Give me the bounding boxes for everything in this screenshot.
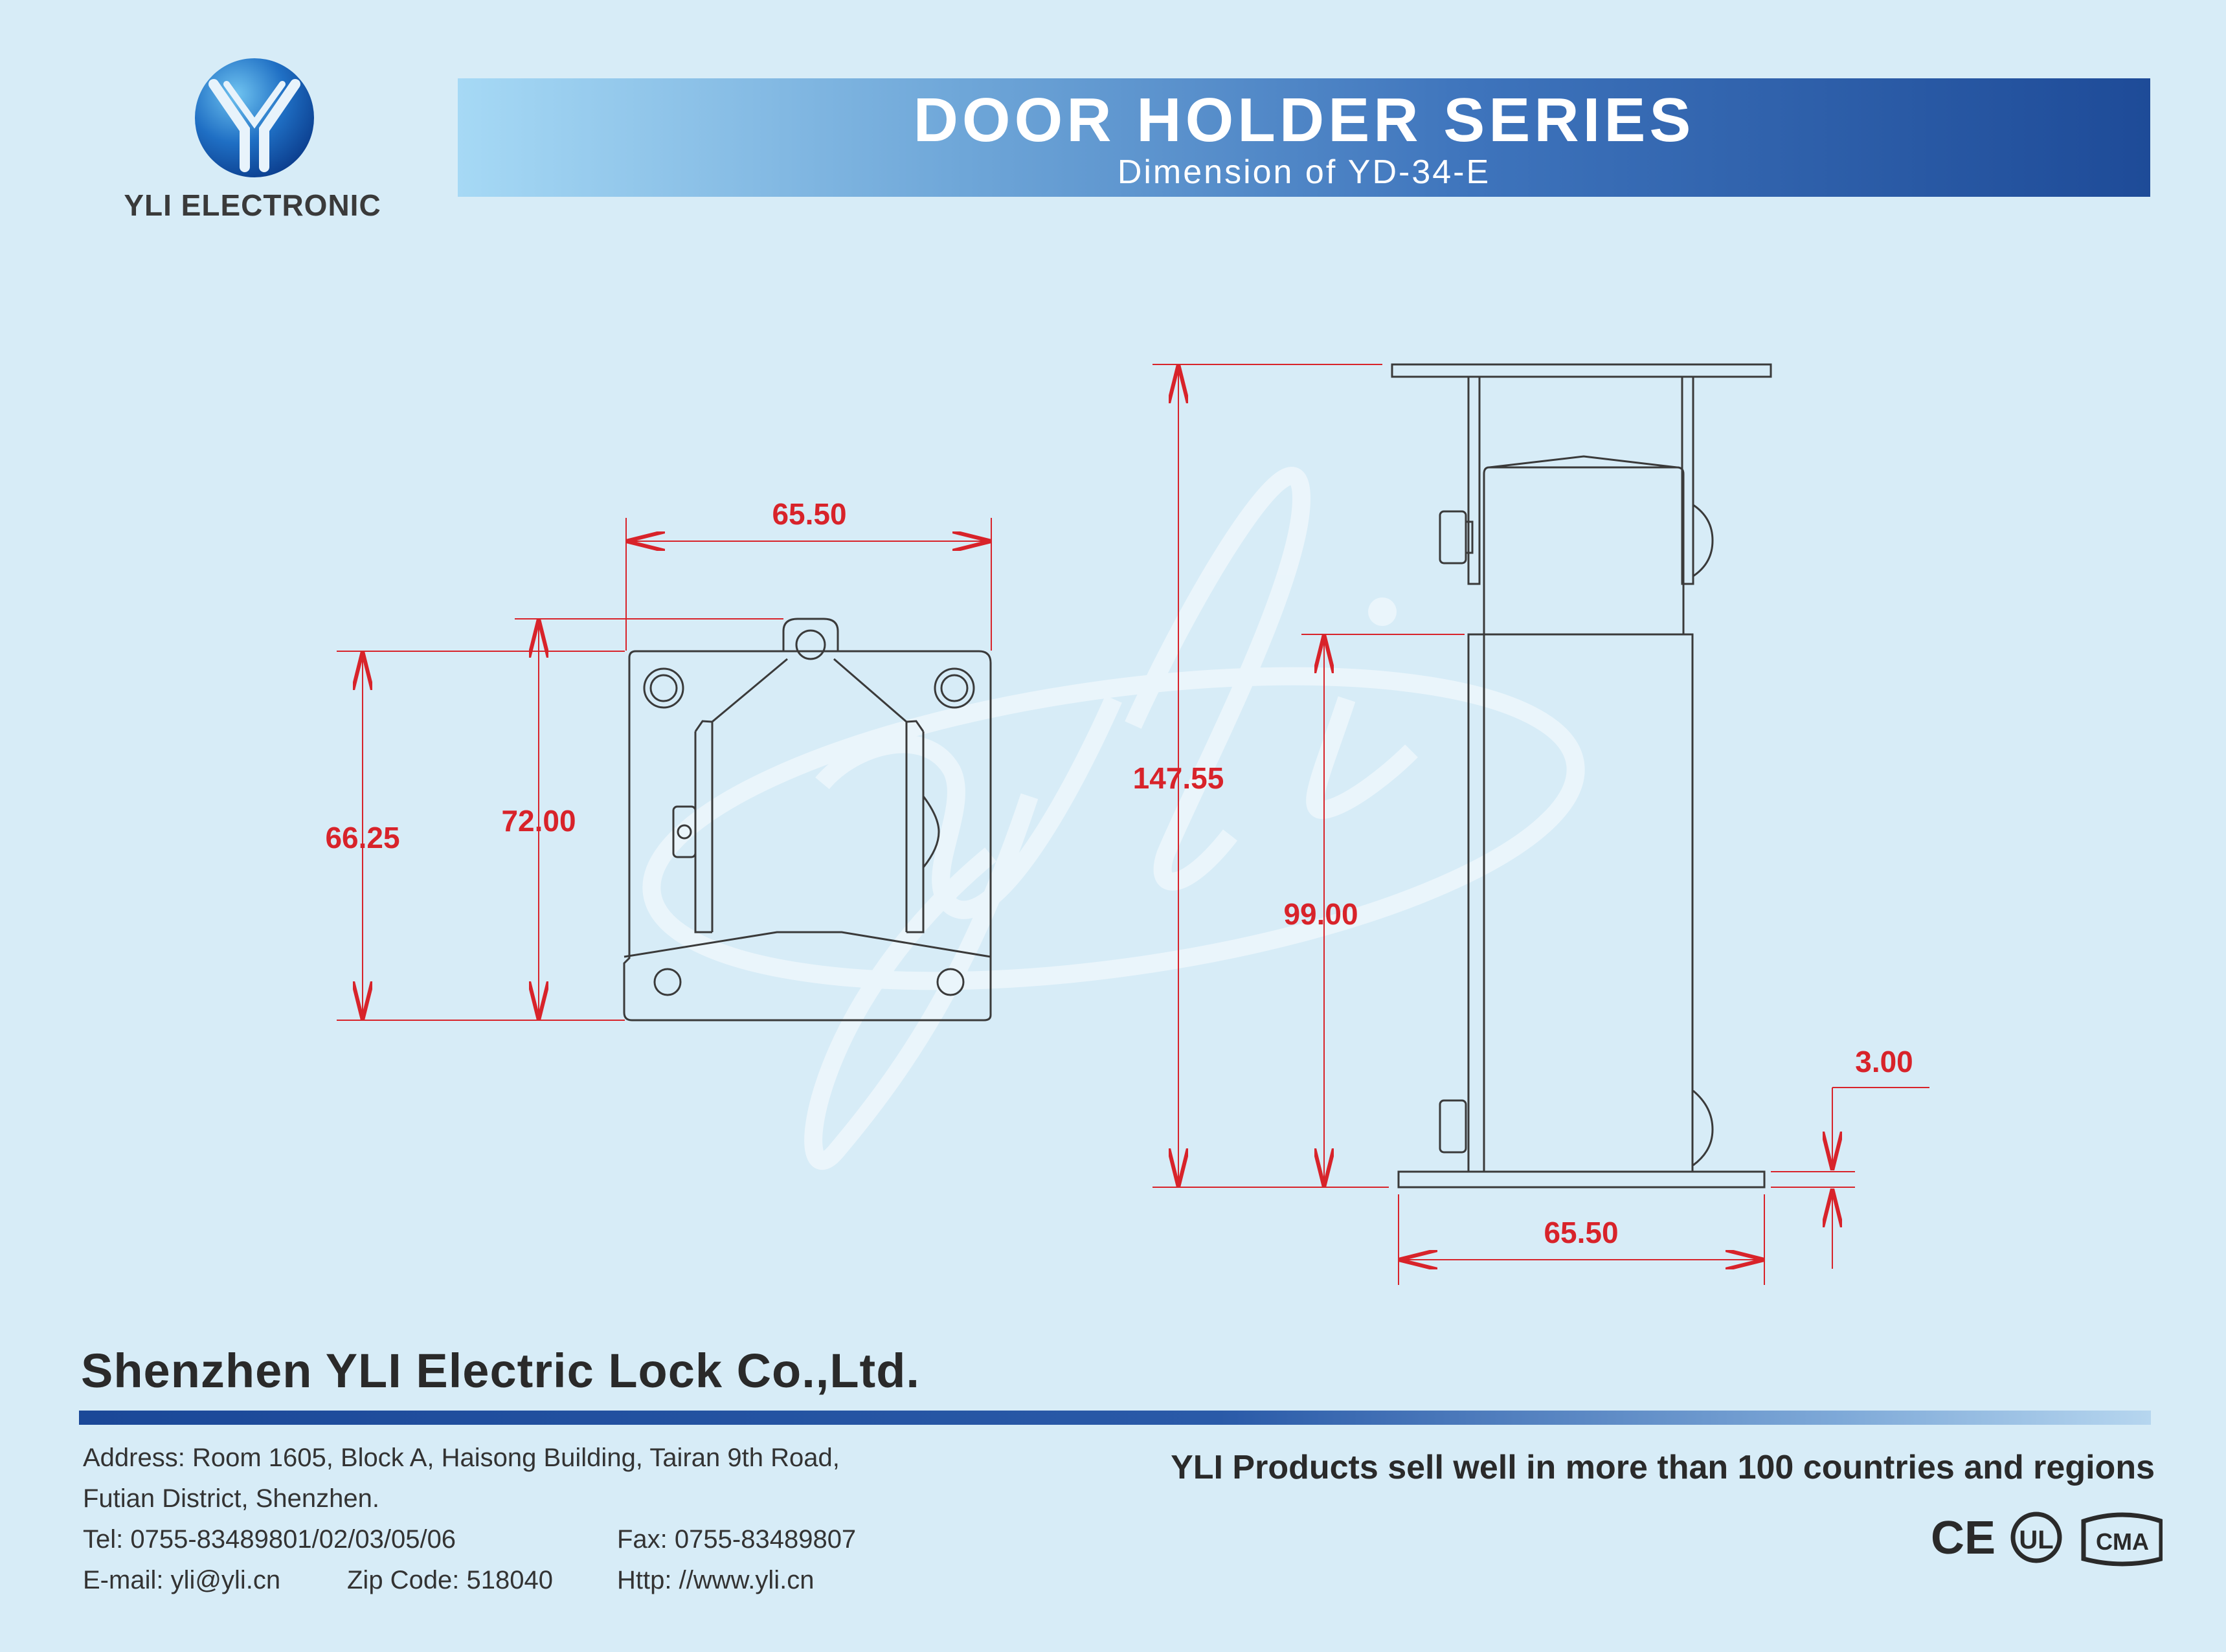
address-line-1: Address: Room 1605, Block A, Haisong Bui… [83, 1444, 840, 1472]
svg-text:UL: UL [2019, 1526, 2053, 1554]
dim-side-total-height: 147.55 [1133, 761, 1224, 795]
yli-logo [195, 58, 314, 177]
footer-divider [79, 1411, 2151, 1425]
ce-mark-icon: CE [1931, 1512, 1996, 1564]
dimension-lines [337, 364, 1929, 1285]
fax: Fax: 0755-83489807 [617, 1525, 857, 1554]
front-view [623, 618, 992, 1021]
title-banner: DOOR HOLDER SERIES Dimension of YD-34-E [458, 78, 2150, 197]
dim-front-total-height: 72.00 [501, 804, 576, 838]
brand-name: YLI ELECTRONIC [124, 188, 381, 222]
side-view [1391, 363, 1772, 1189]
cma-mark-icon: CMA [2081, 1512, 2163, 1567]
dim-front-width: 65.50 [772, 497, 846, 531]
slogan: YLI Products sell well in more than 100 … [1171, 1449, 2155, 1486]
dimension-labels: 65.50 66.25 72.00 147.55 99.00 3.00 65.5… [325, 497, 1913, 1249]
dim-plate-thickness: 3.00 [1855, 1045, 1913, 1078]
email: E-mail: yli@yli.cn [83, 1566, 281, 1594]
address-line-2: Futian District, Shenzhen. [83, 1484, 379, 1513]
dim-front-body-height: 66.25 [325, 821, 399, 854]
svg-text:CE: CE [1931, 1512, 1996, 1564]
dim-side-base-width: 65.50 [1544, 1216, 1618, 1249]
watermark [642, 467, 1585, 1170]
zip-code: Zip Code: 518040 [347, 1566, 554, 1594]
certification-marks: CE UL CMA [1931, 1512, 2163, 1567]
ul-mark-icon: UL [2010, 1512, 2062, 1563]
dim-side-lower-height: 99.00 [1283, 897, 1358, 931]
page-subtitle: Dimension of YD-34-E [1117, 153, 1491, 191]
svg-text:CMA: CMA [2096, 1528, 2149, 1555]
page-title: DOOR HOLDER SERIES [913, 85, 1695, 155]
telephone: Tel: 0755-83489801/02/03/05/06 [83, 1525, 456, 1554]
website: Http: //www.yli.cn [617, 1566, 815, 1594]
company-name: Shenzhen YLI Electric Lock Co.,Ltd. [81, 1344, 920, 1398]
